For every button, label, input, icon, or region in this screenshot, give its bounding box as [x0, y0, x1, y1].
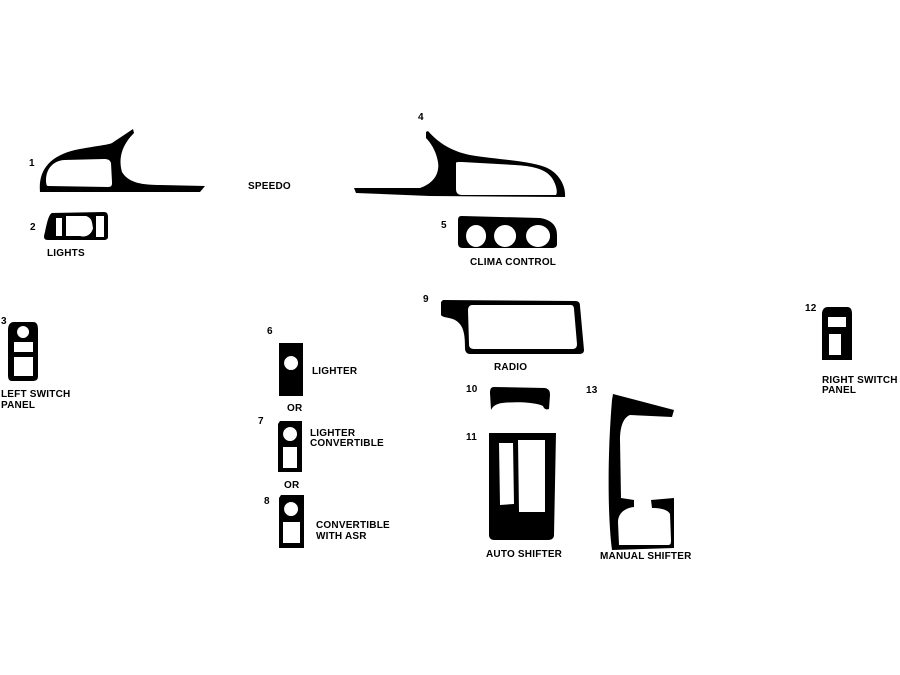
part-number-1: 1 [29, 158, 35, 169]
part-number-4: 4 [418, 112, 424, 123]
label-right-switch-line1: RIGHT SWITCH [822, 375, 898, 386]
label-radio: RADIO [494, 362, 528, 373]
label-clima-control: CLIMA CONTROL [470, 257, 557, 268]
label-right-switch-line2: PANEL [822, 385, 857, 396]
part-number-10: 10 [466, 384, 478, 395]
label-lights: LIGHTS [47, 248, 85, 259]
part-2-lights-trim [44, 212, 108, 240]
part-8-convertible-asr-trim [279, 495, 304, 548]
part-1-speedo-trim [39, 129, 206, 192]
part-number-11: 11 [466, 432, 477, 443]
part-6-lighter-trim [279, 343, 303, 396]
label-lighter-convertible-line1: LIGHTER [310, 428, 356, 439]
label-manual-shifter: MANUAL SHIFTER [600, 551, 692, 562]
part-10-shifter-top-trim [490, 387, 550, 410]
part-number-7: 7 [258, 416, 264, 427]
label-or-2: OR [284, 480, 300, 491]
part-9-radio-trim [441, 300, 584, 354]
part-number-13: 13 [586, 385, 598, 396]
part-3-left-switch-panel [8, 322, 38, 381]
label-auto-shifter: AUTO SHIFTER [486, 549, 563, 560]
part-number-12: 12 [805, 303, 817, 314]
label-lighter: LIGHTER [312, 366, 358, 377]
part-12-right-switch-panel [822, 307, 852, 360]
part-number-6: 6 [267, 326, 273, 337]
part-7-lighter-convertible-trim [278, 421, 302, 472]
part-number-3: 3 [1, 316, 7, 327]
part-number-5: 5 [441, 220, 447, 231]
label-speedo: SPEEDO [248, 181, 291, 192]
label-convertible-asr-line1: CONVERTIBLE [316, 520, 390, 531]
part-number-9: 9 [423, 294, 429, 305]
part-number-8: 8 [264, 496, 270, 507]
part-5-clima-control-trim [458, 216, 557, 248]
label-lighter-convertible-line2: CONVERTIBLE [310, 438, 384, 449]
part-number-2: 2 [30, 222, 36, 233]
part-13-manual-shifter-trim [608, 394, 674, 550]
label-convertible-asr-line2: WITH ASR [316, 531, 367, 542]
part-4-speedo-trim-right [354, 131, 566, 197]
label-left-switch-line1: LEFT SWITCH [1, 389, 71, 400]
label-left-switch-line2: PANEL [1, 400, 36, 411]
label-or-1: OR [287, 403, 303, 414]
part-11-auto-shifter-trim [489, 433, 556, 540]
